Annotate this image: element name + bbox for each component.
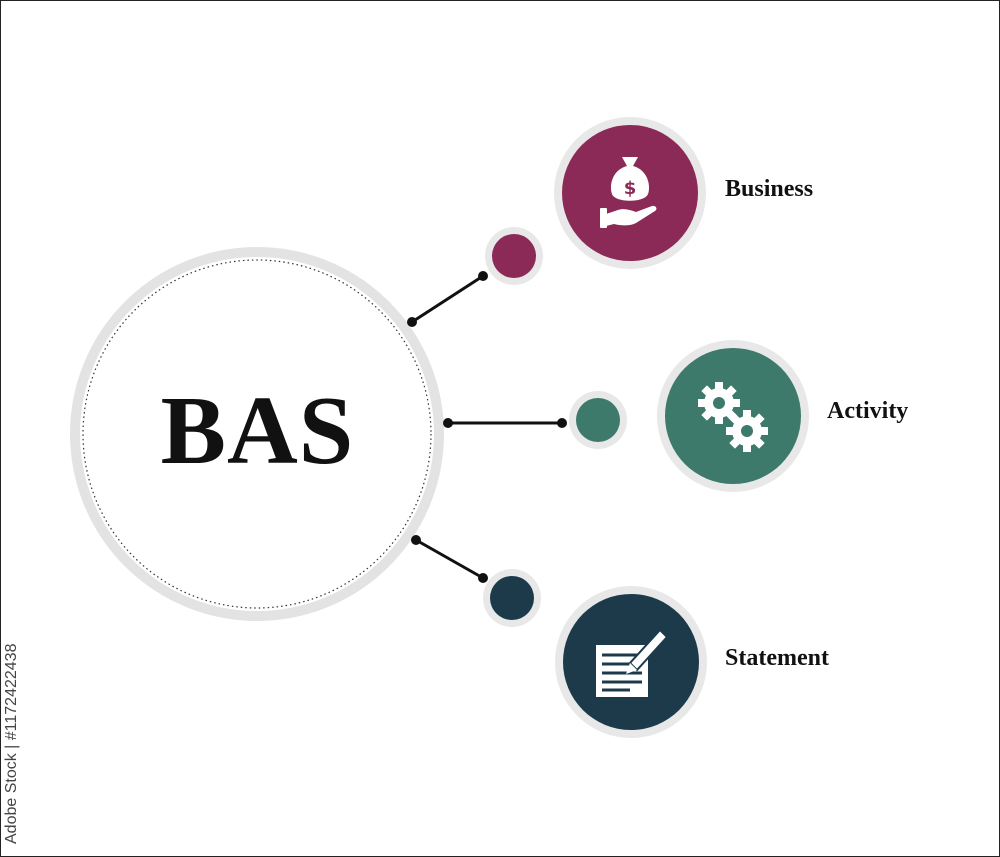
money-bag-hand-icon (600, 157, 657, 228)
node-dot-statement (483, 569, 541, 627)
activity-circle (657, 340, 809, 492)
connector-statement (411, 535, 488, 583)
label-statement: Statement (725, 645, 829, 671)
business-circle: $ (554, 117, 706, 269)
stock-watermark: Adobe Stock | #1172422438 (3, 643, 20, 844)
connector-business (407, 271, 488, 327)
node-dot-business (485, 227, 543, 285)
dollar-sign-icon: $ (624, 178, 637, 199)
connector-activity (443, 418, 567, 428)
center-title: BAS (160, 377, 355, 485)
document-pen-icon (596, 628, 669, 697)
label-activity: Activity (827, 398, 909, 424)
center-circle (70, 247, 444, 621)
statement-circle (555, 586, 707, 738)
node-dot-activity (569, 391, 627, 449)
label-business: Business (725, 176, 814, 202)
